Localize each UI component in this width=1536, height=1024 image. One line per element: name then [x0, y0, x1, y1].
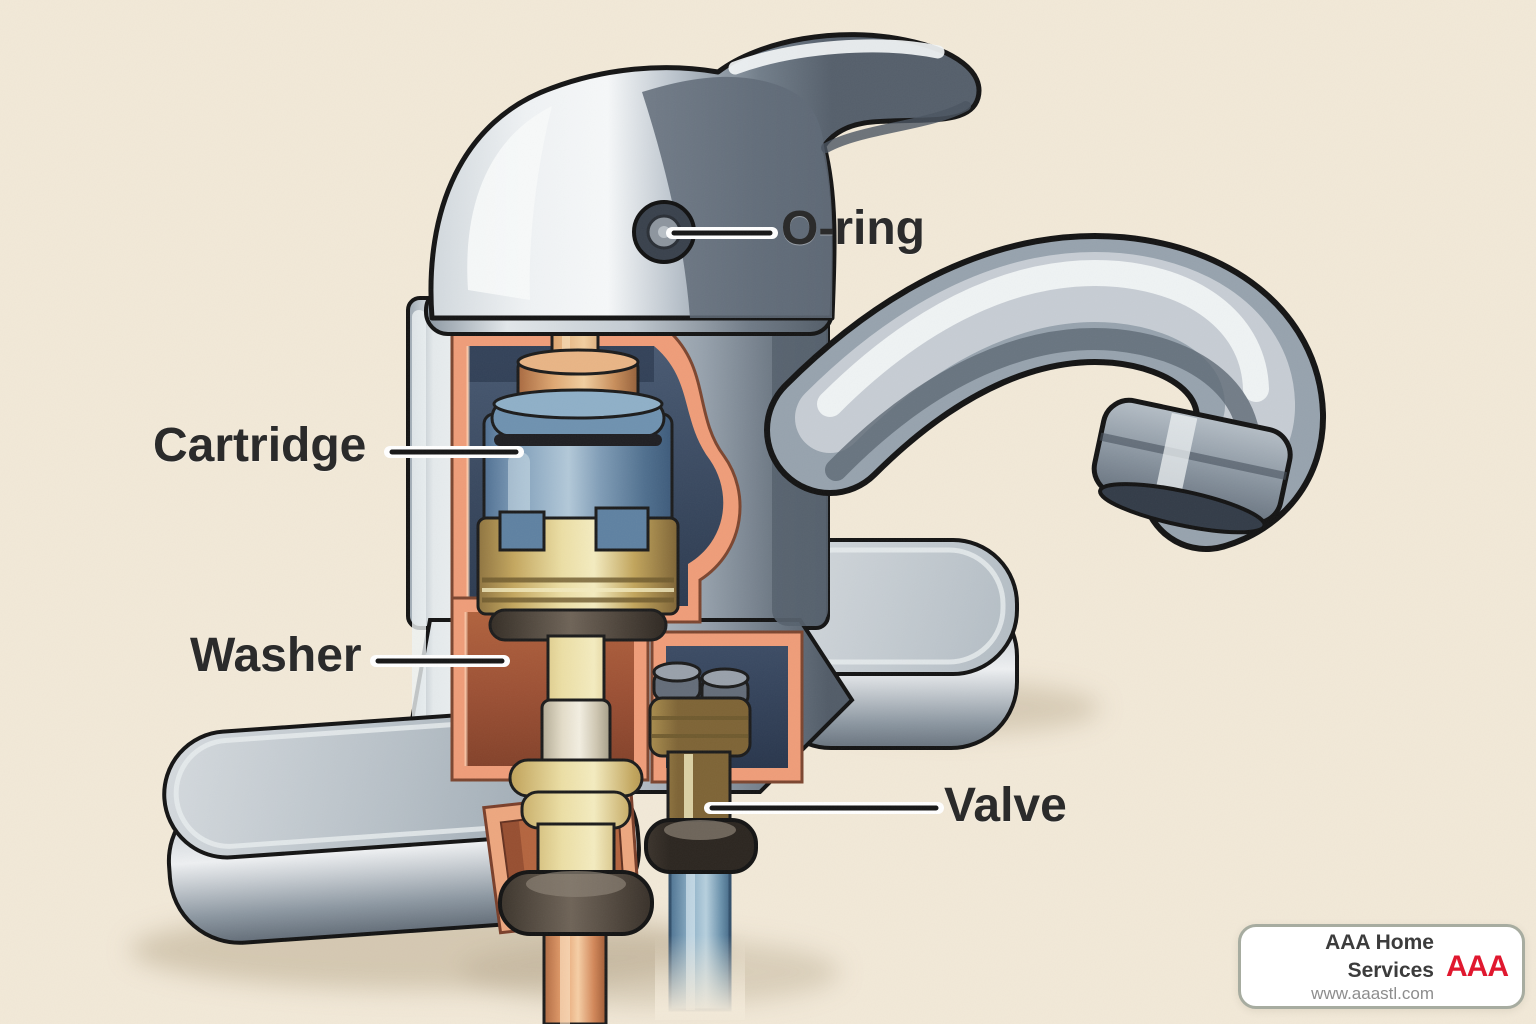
aaa-logo: AAA: [1446, 949, 1509, 983]
label-cartridge: Cartridge: [153, 419, 367, 472]
company-name: AAA Home Services: [1325, 931, 1434, 982]
label-washer: Washer: [190, 629, 362, 682]
company-website: www.aaastl.com: [1311, 984, 1434, 1004]
branding-text: AAA Home Services www.aaastl.com: [1255, 929, 1434, 1003]
label-o-ring: O-ring: [781, 202, 925, 255]
branding-card: AAA Home Services www.aaastl.com AAA: [1238, 924, 1525, 1009]
label-valve: Valve: [944, 779, 1067, 832]
